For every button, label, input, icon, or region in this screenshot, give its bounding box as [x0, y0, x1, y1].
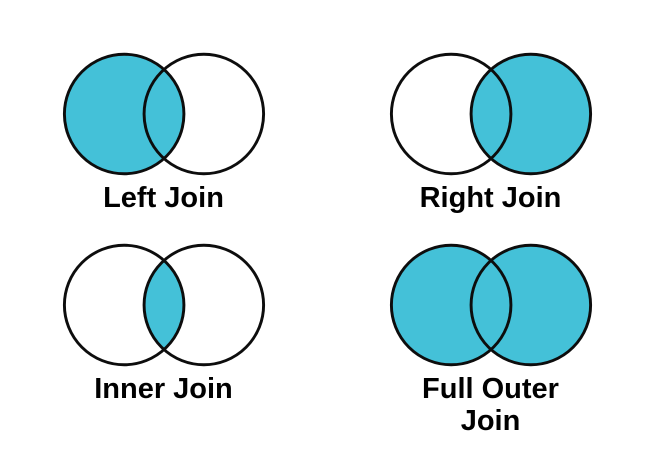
inner-join-venn-diagram: [62, 243, 265, 367]
right-join-label: Right Join: [419, 182, 562, 214]
full-outer-join-venn-diagram: [389, 243, 592, 367]
right-join-cell: Right Join: [327, 0, 654, 237]
left-join-cell: Left Join: [0, 0, 327, 237]
full-outer-join-cell: Full Outer Join: [327, 237, 654, 474]
left-join-venn-diagram: [62, 52, 265, 176]
inner-join-cell: Inner Join: [0, 237, 327, 474]
left-join-label: Left Join: [103, 182, 224, 214]
right-join-venn-diagram: [389, 52, 592, 176]
full-outer-join-label: Full Outer Join: [422, 373, 559, 437]
inner-join-label: Inner Join: [94, 373, 233, 405]
